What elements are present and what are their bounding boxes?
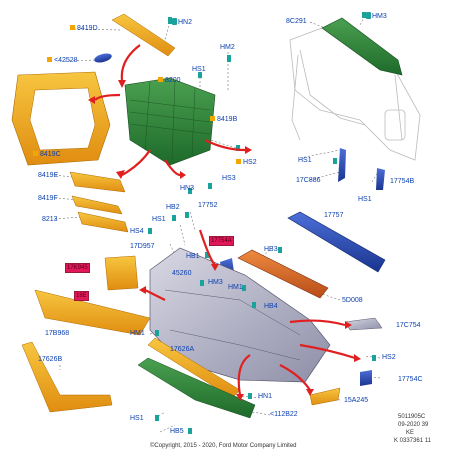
label-HS1-top: HS1 — [192, 66, 206, 73]
label-42528: <42528 — [47, 57, 78, 65]
17B968-grille — [34, 289, 151, 336]
8200-grille — [124, 77, 216, 166]
8C291-deflector — [321, 17, 403, 76]
17K945-plate — [104, 255, 139, 291]
112B22-strip — [137, 357, 256, 419]
label-8419D: 8419D — [70, 25, 98, 33]
assembly-arrows — [94, 44, 356, 396]
label-HB5: HB5 — [170, 428, 184, 435]
17757-reinforcement-beam — [287, 211, 386, 273]
label-45260: 45260 — [172, 270, 192, 277]
grille-support-frame — [289, 24, 421, 161]
arrow-heads — [88, 80, 361, 401]
label-8200: 8200 — [158, 77, 181, 85]
label-HB4: HB4 — [264, 303, 278, 310]
label-HM2: HM2 — [220, 44, 235, 51]
label-HS1-mid: HS1 — [152, 216, 166, 223]
fasteners — [148, 12, 376, 434]
17C886-bracket — [338, 148, 346, 182]
17C754-cover — [344, 317, 383, 331]
label-17752: 17752 — [198, 202, 218, 209]
label-HS3: HS3 — [222, 175, 236, 182]
label-17626B: 17626B — [38, 356, 63, 363]
8419E-molding — [69, 171, 126, 193]
label-17754B: 17754B — [390, 178, 415, 185]
17626B-trim — [21, 341, 113, 413]
label-15A245: 15A245 — [344, 397, 369, 404]
label-HS1-right2: HS1 — [358, 196, 372, 203]
label-8419F: 8419F — [38, 195, 58, 202]
8419C-grille-surround — [11, 71, 111, 166]
15A245-lamp — [309, 387, 341, 406]
label-112B22: <112B22 — [270, 411, 298, 418]
label-HM3-mid: HM3 — [208, 279, 223, 286]
ref-code-4: K 0337361 11 — [394, 438, 431, 444]
label-HM1-low: HM1 — [130, 330, 145, 337]
label-HB3: HB3 — [264, 246, 278, 253]
5D008-absorber — [237, 249, 329, 299]
label-17B968: 17B968 — [45, 330, 70, 337]
label-8419B: 8419B — [210, 116, 237, 124]
label-17C886: 17C886 — [296, 177, 321, 184]
label-8C291: 8C291 — [286, 18, 307, 25]
ref-code-3: KE — [406, 430, 415, 436]
label-HM3-top: HM3 — [366, 12, 387, 21]
label-HN2: HN2 — [172, 18, 192, 27]
ref-code-2: 09-2020 39 — [398, 422, 429, 428]
17754C-bracket — [360, 370, 372, 386]
label-HS1-low: HS1 — [130, 415, 144, 422]
label-8419E: 8419E — [38, 172, 59, 179]
42528-emblem — [94, 53, 112, 63]
17754B-bracket — [376, 168, 385, 190]
label-8419C: 8419C — [33, 151, 61, 159]
label-HS2-low: HS2 — [382, 354, 396, 361]
label-HM1-mid: HM1 — [228, 284, 243, 291]
label-HS4: HS4 — [130, 228, 144, 235]
label-5D008: 5D008 — [342, 297, 363, 304]
label-17754C: 17754C — [398, 376, 423, 383]
label-17C754: 17C754 — [396, 322, 421, 329]
label-HS2-top: HS2 — [236, 159, 257, 167]
8419F-molding — [71, 195, 123, 215]
label-17D957: 17D957 — [130, 243, 155, 250]
label-HN1: HN1 — [258, 393, 273, 400]
label-HB1: HB1 — [186, 253, 200, 260]
label-HS1-right: HS1 — [298, 157, 312, 164]
copyright: ©Copyright, 2015 - 2020, Ford Motor Comp… — [150, 443, 297, 449]
label-8213: 8213 — [42, 216, 58, 223]
label-17757: 17757 — [324, 212, 344, 219]
8213-molding — [77, 211, 129, 233]
label-17K945-highlight: 17K945 — [65, 263, 90, 273]
ref-code-1: 5011905C — [398, 414, 426, 420]
label-HN3: HN3 — [180, 185, 195, 192]
8419D-molding — [111, 13, 176, 57]
label-17626A: 17626A — [170, 346, 195, 353]
label-HB2: HB2 — [166, 204, 180, 211]
label-17754A-highlight: 17754A — [209, 236, 234, 246]
label-18E-highlight: 18E — [74, 291, 89, 301]
